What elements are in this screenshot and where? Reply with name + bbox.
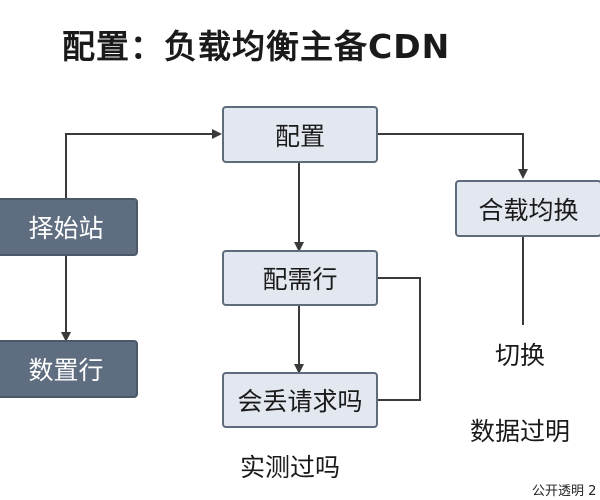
edge-select-to-config	[65, 129, 222, 198]
node-data-row: 数置行	[0, 340, 138, 398]
node-select-station: 择始站	[0, 198, 138, 256]
node-config-demand: 配需行	[222, 250, 378, 306]
node-request-loss: 会丢请求吗	[222, 372, 378, 428]
node-lb-switch: 合载均换	[455, 180, 600, 237]
label-test-real: 实测过吗	[240, 453, 341, 482]
label-data-transparent: 数据过明	[470, 417, 571, 446]
page-title: 配置：负载均衡主备CDN	[62, 27, 451, 66]
edge-demand-loop	[378, 277, 421, 401]
edge-config-to-lb	[378, 133, 528, 179]
label-switch: 切换	[495, 341, 546, 370]
footer-watermark: 公开透明 2	[532, 484, 597, 499]
node-config: 配置	[222, 106, 378, 163]
